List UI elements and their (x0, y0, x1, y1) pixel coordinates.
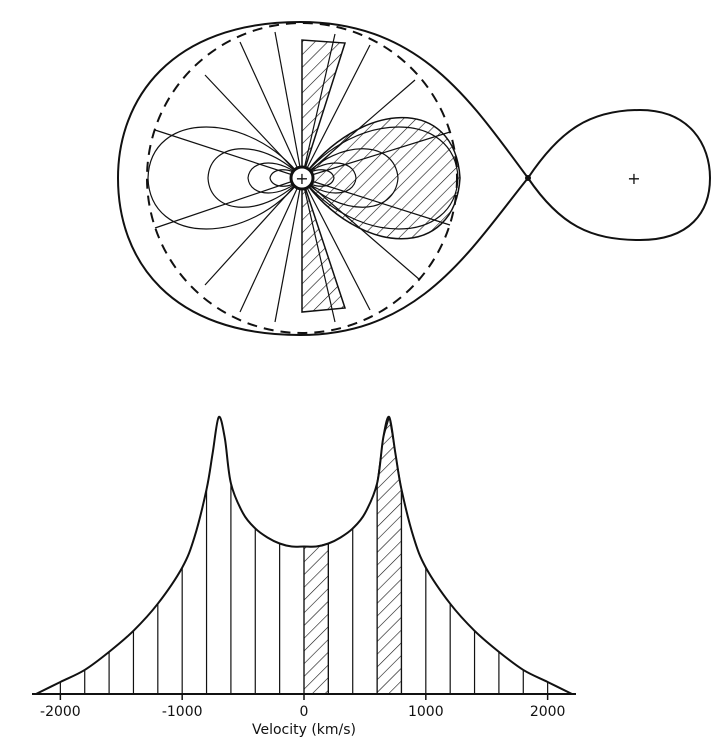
hatched-regions (302, 40, 460, 312)
lagrangian-point-l1 (525, 175, 531, 181)
accretion-disk-diagram: + + (118, 22, 710, 335)
x-axis-ticks: -2000 -1000 0 1000 2000 (40, 694, 565, 720)
primary-star-marker: + (295, 169, 308, 188)
x-tick-label: 1000 (408, 704, 444, 720)
line-profile-chart: -2000 -1000 0 1000 2000 Velocity (km/s) (32, 417, 576, 738)
x-tick-label: -2000 (40, 704, 81, 720)
profile-velocity-lines (60, 483, 547, 694)
secondary-roche-lobe (528, 110, 710, 240)
secondary-star-marker: + (627, 169, 640, 188)
x-tick-label: -1000 (162, 704, 203, 720)
hatched-band-0 (304, 544, 328, 695)
x-tick-label: 2000 (530, 704, 566, 720)
x-tick-label: 0 (300, 704, 309, 720)
x-axis-title: Velocity (km/s) (252, 722, 356, 738)
